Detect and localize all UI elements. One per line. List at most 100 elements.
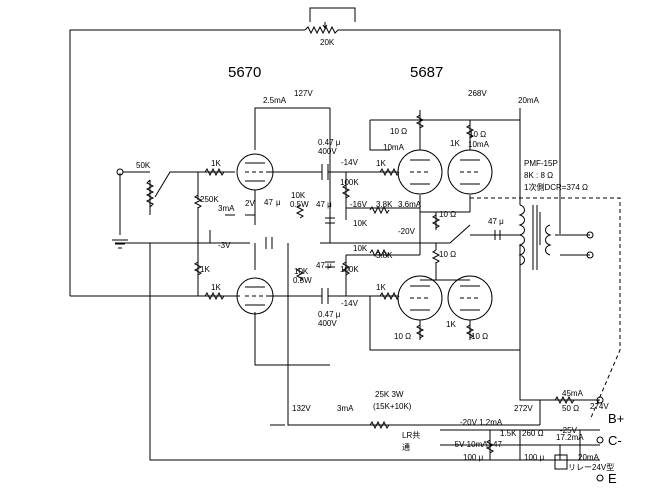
label-1.5k: 1.5K xyxy=(500,429,517,438)
label-400v-top: 400V xyxy=(318,147,337,156)
label-50ohm: 50 Ω xyxy=(562,404,579,413)
label-05w: 0.5W xyxy=(290,200,309,209)
tube-5687-lower-a xyxy=(397,275,443,321)
label-10ohm-f: 10 Ω xyxy=(439,250,456,259)
label-neg5-10ma: -5V 10mA xyxy=(452,440,488,449)
label-cminus: C- xyxy=(608,433,622,448)
label-1k-5687-c: 1K xyxy=(446,320,456,329)
label-100k-top: 100K xyxy=(340,178,359,187)
label-c47d: 47 μ xyxy=(488,217,504,226)
label-20ma: 20mA xyxy=(518,96,540,105)
label-2v: 2V xyxy=(245,199,255,208)
label-17.2ma: 17.2mA xyxy=(556,433,584,442)
label-3.6ma: 3.6mA xyxy=(398,200,422,209)
tube-5687-upper-a xyxy=(397,149,443,195)
label-1k-5687-mid: 1K xyxy=(450,139,460,148)
label-100k-bot: 100K xyxy=(340,265,359,274)
label-272v: 272V xyxy=(514,404,533,413)
label-20ma-b: 20mA xyxy=(578,453,600,462)
label-lr2: 通 xyxy=(402,442,410,452)
tube-5670-lower xyxy=(236,277,274,315)
label-3ma-b: 3mA xyxy=(337,404,354,413)
label-260ohm: 260 Ω xyxy=(522,429,544,438)
tube-label-5687: 5687 xyxy=(410,64,443,81)
label-10k-b: 10K xyxy=(294,267,309,276)
relay-coil xyxy=(554,454,568,470)
label-10ohm-a: 10 Ω xyxy=(390,127,407,136)
terminal-earth xyxy=(596,474,604,482)
label-10ohm-d: 10 Ω xyxy=(471,332,488,341)
label-1k-gb: 1K xyxy=(211,283,221,292)
label-10ohm-e: 10 Ω xyxy=(439,210,456,219)
label-c047-bot: 0.47 μ xyxy=(318,310,341,319)
label-mu-a: μ xyxy=(276,198,281,207)
label-10k-d: 10K xyxy=(353,244,368,253)
label-2.5ma: 2.5mA xyxy=(263,96,287,105)
label-neg14-bot: -14V xyxy=(341,299,359,308)
terminal-cminus xyxy=(596,436,604,444)
tube-5670-upper xyxy=(236,153,274,191)
cathode-cap xyxy=(265,237,273,249)
label-274v: 274V xyxy=(590,402,609,411)
label-c47e: 47 xyxy=(493,440,502,449)
label-127v: 127V xyxy=(294,89,313,98)
label-1k-mid: 1K xyxy=(200,265,210,274)
label-bplus: B+ xyxy=(608,411,624,426)
label-earth: E xyxy=(608,471,617,486)
label-c100a: 100 μ xyxy=(463,453,484,462)
coupling-cap-top xyxy=(321,164,329,180)
label-c100b: 100 μ xyxy=(524,453,545,462)
speaker-terminals xyxy=(586,231,594,259)
label-3ma: 3mA xyxy=(218,204,235,213)
label-neg20-1.2ma: -20V 1.2mA xyxy=(460,418,503,427)
vr-20k xyxy=(304,22,345,35)
label-lr1: LR共 xyxy=(402,431,420,440)
resistors xyxy=(193,114,575,454)
wires xyxy=(69,7,621,461)
label-pmf3: 1次側DCR=374 Ω xyxy=(524,182,588,192)
ground-symbol xyxy=(112,239,128,249)
label-132v: 132V xyxy=(292,404,311,413)
label-vr-top: 20K xyxy=(320,38,335,47)
label-3.8k-top: 3.8K xyxy=(376,200,393,209)
label-25k-sum: (15K+10K) xyxy=(373,402,412,411)
label-3.8k-bot: 3.8K xyxy=(376,251,393,260)
label-45ma: 45mA xyxy=(562,389,584,398)
label-neg3v: -3V xyxy=(218,241,231,250)
label-pmf2: 8K : 8 Ω xyxy=(524,171,553,180)
bias-cap-a xyxy=(325,217,335,224)
label-vol: 50K xyxy=(136,161,151,170)
label-250k: 250K xyxy=(200,195,219,204)
coupling-cap-bottom xyxy=(321,288,329,304)
label-10k: 10K xyxy=(291,191,306,200)
label-05w-b: 0.5W xyxy=(293,276,312,285)
label-1k-gt: 1K xyxy=(211,159,221,168)
label-10k-c: 10K xyxy=(353,219,368,228)
label-neg16: -16V xyxy=(350,200,368,209)
output-transformer xyxy=(518,204,552,270)
label-neg14-top: -14V xyxy=(341,158,359,167)
label-400v-bot: 400V xyxy=(318,319,337,328)
output-cap xyxy=(494,230,501,240)
label-c47a: 47 xyxy=(264,198,273,207)
label-c47b: 47 μ xyxy=(316,200,332,209)
label-10ohm-c: 10 Ω xyxy=(394,332,411,341)
label-relay: リレー24V型 xyxy=(568,463,614,472)
label-neg20: -20V xyxy=(398,227,416,236)
label-c047-top: 0.47 μ xyxy=(318,138,341,147)
label-25k: 25K 3W xyxy=(375,390,404,399)
label-10ohm-b: 10 Ω xyxy=(469,130,486,139)
tube-5687-lower-b xyxy=(447,275,493,321)
label-neg25: -25V xyxy=(560,426,578,435)
label-pmf1: PMF-15P xyxy=(524,159,558,168)
label-10ma-a: 10mA xyxy=(383,143,405,152)
tube-5687-upper-b xyxy=(447,149,493,195)
label-1k-5687-top: 1K xyxy=(376,159,386,168)
label-10ma-b: 10mA xyxy=(468,140,490,149)
vr-50k xyxy=(145,179,155,208)
label-268v: 268V xyxy=(468,89,487,98)
bias-cap-b xyxy=(325,261,335,268)
label-1k-5687-bot: 1K xyxy=(376,283,386,292)
